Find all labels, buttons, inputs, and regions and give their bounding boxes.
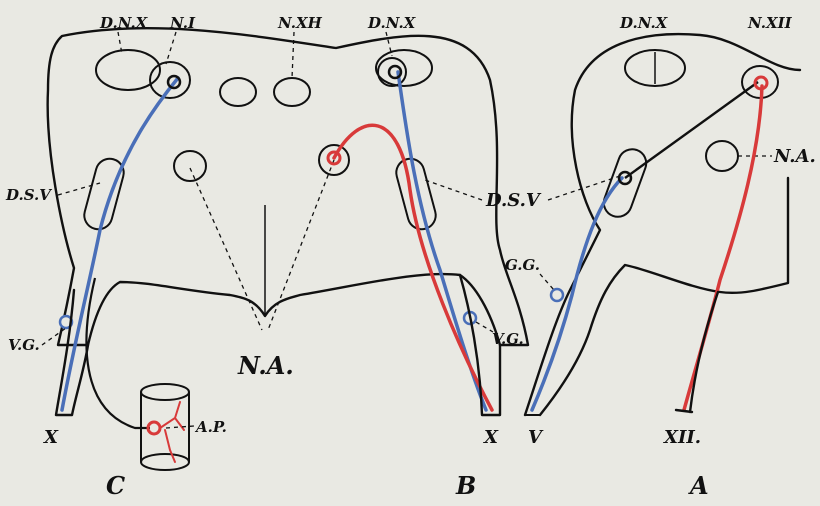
figure-label-b: B <box>455 471 476 500</box>
ganglion-cell-ni <box>166 74 182 90</box>
nucleus-ambiguus-right <box>318 144 350 176</box>
dnx-nucleus-c <box>95 49 161 91</box>
label-c-dnx: D.N.X <box>99 14 149 32</box>
ni-nucleus-c <box>149 61 191 99</box>
half-section-outline-a <box>523 32 802 417</box>
ganglion-cell-dnx-b <box>387 64 403 80</box>
ap-cylinder-bottom <box>140 453 190 471</box>
label-a-v: V <box>528 427 544 448</box>
label-c-ni: N.I <box>169 14 196 32</box>
na-leader-left <box>189 167 263 331</box>
label-center-na: N.A. <box>237 351 294 380</box>
dnx-nucleus-a <box>624 49 686 87</box>
sensory-fiber-b <box>396 70 488 412</box>
dsv-tract-a <box>602 148 648 218</box>
hypoglossal-nucleus-left <box>219 77 257 107</box>
figure-label-a: A <box>688 471 709 500</box>
motor-fiber-b <box>332 123 494 412</box>
label-a-dnx: D.N.X <box>619 14 669 32</box>
nucleus-ambiguus-a <box>705 140 739 172</box>
label-b-dsv: D.S.V <box>485 190 542 211</box>
connector-fiber-a <box>624 81 759 179</box>
dsv-tract-c <box>83 157 125 231</box>
sensory-fiber-c <box>60 76 180 412</box>
nerve-trunk-xii <box>674 290 720 414</box>
motor-cell-na-b <box>326 150 342 166</box>
label-c-x: X <box>43 427 59 448</box>
leader-c-dnx <box>117 31 123 55</box>
ganglion-cell-gg-a <box>549 287 565 303</box>
ganglion-cell-dsv-a <box>617 170 633 186</box>
motor-fiber-a <box>682 84 764 412</box>
ap-cylinder-top <box>140 383 190 401</box>
label-b-dnx: D.N.X <box>367 14 417 32</box>
label-c-vg: V.G. <box>8 336 40 354</box>
fiber-to-ap <box>85 277 150 430</box>
brainstem-section-outline <box>46 27 530 347</box>
label-a-xii: XII. <box>663 427 701 448</box>
leader-c-ni <box>165 31 177 65</box>
nerve-trunk-x-b <box>458 273 502 417</box>
dnx-nucleus-b <box>375 49 433 87</box>
dnx-nucleus-b-inner <box>377 57 407 87</box>
label-a-nxii: N.XII <box>747 14 793 32</box>
motor-cell-nxii-a <box>753 75 769 91</box>
label-b-nxh: N.XH <box>277 14 323 32</box>
vg-leader-b <box>475 321 494 333</box>
label-a-gg: G.G. <box>505 256 540 274</box>
vg-leader-c <box>41 327 67 346</box>
label-b-x: X <box>483 427 499 448</box>
dsv-tract-b <box>395 157 437 231</box>
figure-label-c: C <box>106 471 125 500</box>
label-b-vg: V.G. <box>492 330 524 348</box>
hypoglossal-nucleus-right <box>273 77 311 107</box>
dsv-leader-c <box>57 182 101 196</box>
ap-red-branches <box>159 401 185 463</box>
gg-leader-a <box>539 273 555 291</box>
leader-b-nxh <box>291 31 295 79</box>
nucleus-ambiguus-left <box>173 150 207 182</box>
ganglion-cell-vg-c <box>58 314 74 330</box>
label-c-ap: A.P. <box>194 418 227 436</box>
label-a-na: N.A. <box>773 146 816 167</box>
ap-cylinder-body <box>140 392 190 462</box>
sensory-fiber-a <box>530 176 624 412</box>
label-c-dsv: D.S.V <box>5 186 52 204</box>
dsv-leader-b <box>424 179 483 201</box>
na-leader-right <box>267 159 335 331</box>
